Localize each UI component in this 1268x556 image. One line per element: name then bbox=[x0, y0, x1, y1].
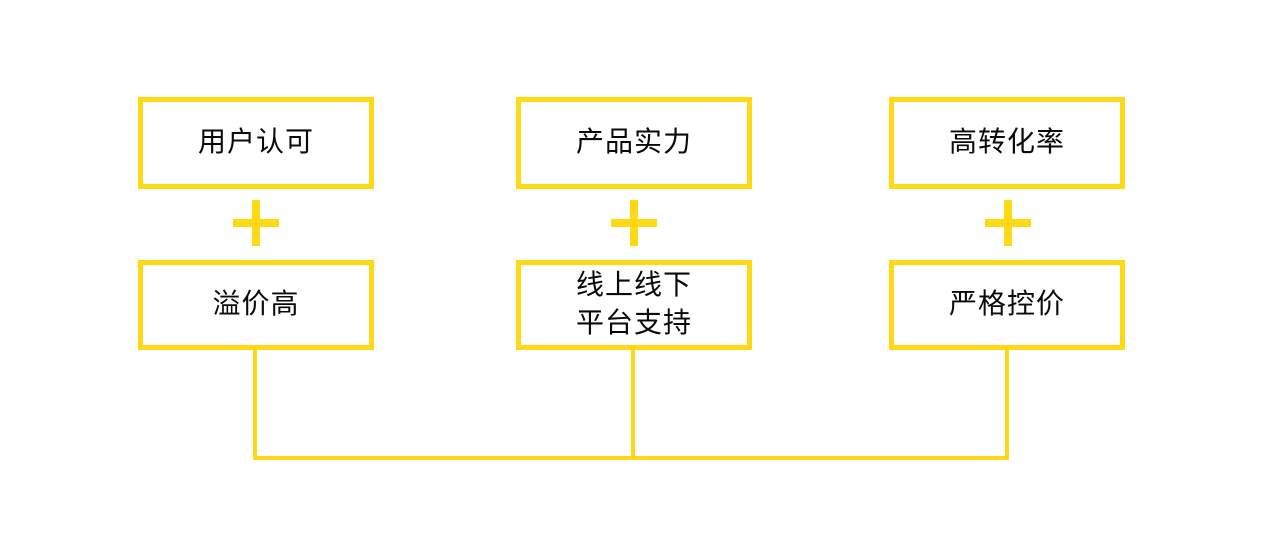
box-high-conversion-rate: 高转化率 bbox=[889, 97, 1125, 189]
box-platform-support: 线上线下 平台支持 bbox=[516, 260, 752, 350]
box-platform-support-label: 线上线下 平台支持 bbox=[575, 270, 692, 339]
box-user-recognition-label: 用户认可 bbox=[197, 127, 314, 159]
plus-icon bbox=[233, 200, 279, 246]
connector-vertical-middle bbox=[631, 350, 635, 460]
box-high-conversion-rate-label: 高转化率 bbox=[948, 127, 1065, 159]
connector-vertical-right bbox=[1005, 350, 1009, 460]
plus-icon bbox=[611, 200, 657, 246]
box-high-premium-label: 溢价高 bbox=[212, 289, 300, 321]
box-user-recognition: 用户认可 bbox=[138, 97, 374, 189]
box-high-premium: 溢价高 bbox=[138, 260, 374, 350]
box-product-strength-label: 产品实力 bbox=[575, 127, 692, 159]
box-strict-price-control: 严格控价 bbox=[889, 260, 1125, 350]
plus-icon bbox=[985, 200, 1031, 246]
box-strict-price-control-label: 严格控价 bbox=[948, 289, 1065, 321]
connector-vertical-left bbox=[253, 350, 257, 460]
connector-horizontal bbox=[253, 456, 1009, 460]
box-product-strength: 产品实力 bbox=[516, 97, 752, 189]
